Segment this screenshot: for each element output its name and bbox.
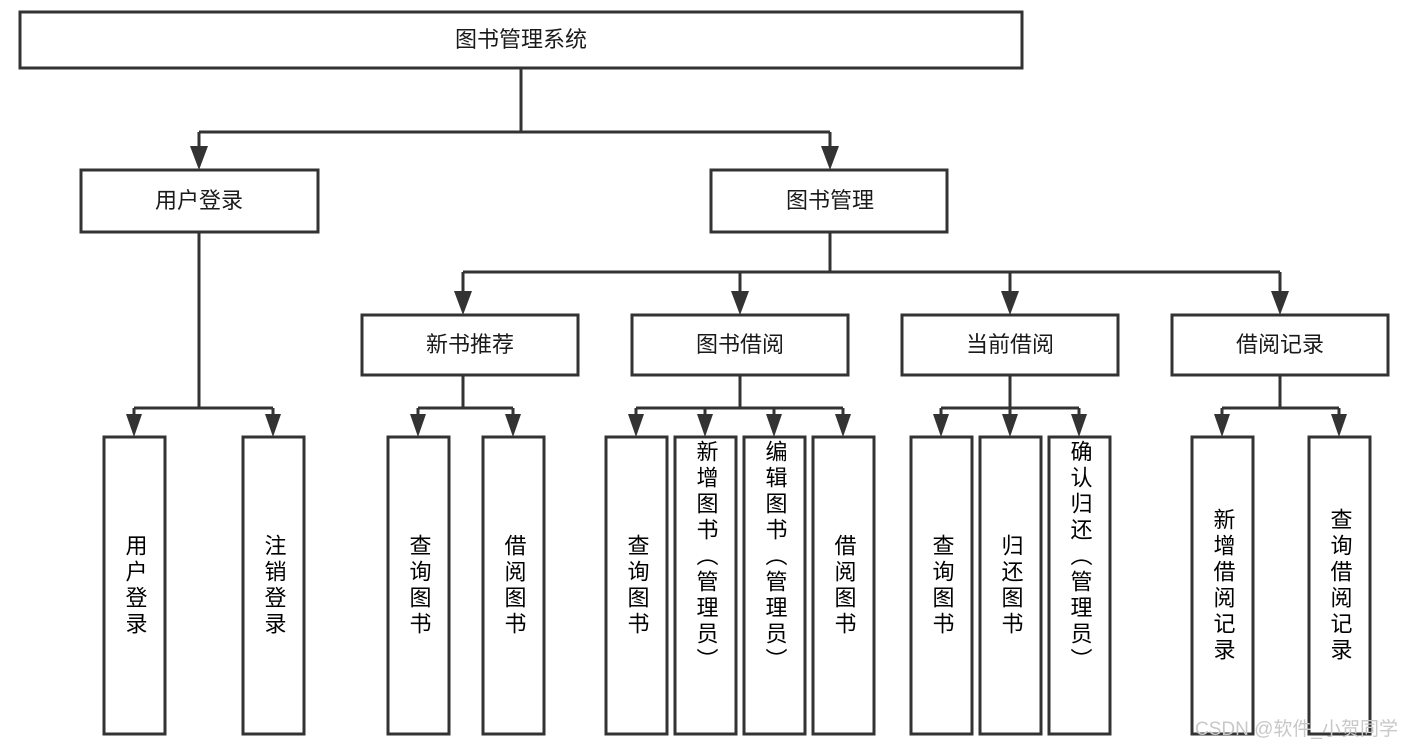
node-book-management-box[interactable] (709, 168, 949, 234)
node-leaf-edit-book[interactable]: 编辑图书（管理员） (742, 435, 807, 736)
node-leaf-edit-book-label: 编辑图书（管理员） (762, 440, 788, 674)
node-leaf-add-record-fo: 新增借阅记录 (1210, 507, 1236, 664)
arrow-head-leaf-borrow-book-2 (835, 414, 851, 437)
node-leaf-logout-login-box[interactable] (241, 435, 306, 736)
arrow-head-leaf-query-book-1 (410, 414, 426, 437)
arrow-head-leaf-query-book-2 (628, 414, 644, 437)
node-leaf-add-book[interactable]: 新增图书（管理员） (673, 435, 738, 736)
node-new-book-recommend-label: 新书推荐 (426, 332, 514, 357)
node-leaf-query-record-label: 查询借阅记录 (1327, 507, 1353, 664)
node-book-borrow-label: 图书借阅 (696, 332, 784, 357)
node-borrow-record[interactable]: 借阅记录 (1170, 313, 1390, 377)
node-current-borrow[interactable]: 当前借阅 (900, 313, 1120, 377)
node-book-borrow[interactable]: 图书借阅 (630, 313, 850, 377)
arrow-head-book-management (821, 146, 839, 170)
node-leaf-add-book-fo: 新增图书（管理员） (693, 440, 719, 674)
node-leaf-add-record-box[interactable] (1190, 435, 1255, 736)
node-user-login-box[interactable] (79, 168, 320, 234)
node-new-book-recommend-box[interactable] (360, 313, 580, 377)
node-leaf-user-login-box[interactable] (102, 435, 167, 736)
node-leaf-query-book-1[interactable]: 查询图书 (386, 435, 451, 736)
node-leaf-return-book-box[interactable] (978, 435, 1043, 736)
node-leaf-query-book-3-fo: 查询图书 (929, 533, 955, 638)
node-leaf-borrow-book-2[interactable]: 借阅图书 (811, 435, 876, 736)
node-leaf-user-login[interactable]: 用户登录 (102, 435, 167, 736)
node-current-borrow-box[interactable] (900, 313, 1120, 377)
node-leaf-add-book-box[interactable] (673, 435, 738, 736)
node-leaf-return-book-label: 归还图书 (998, 533, 1024, 638)
arrow-head-book-borrow (731, 291, 749, 315)
arrow-head-leaf-query-book-3 (933, 414, 949, 437)
node-leaf-borrow-book-1[interactable]: 借阅图书 (481, 435, 546, 736)
arrow-head-leaf-edit-book (766, 414, 782, 437)
node-leaf-query-book-1-box[interactable] (386, 435, 451, 736)
node-leaf-query-book-3-label: 查询图书 (929, 533, 955, 638)
node-leaf-confirm-return-box[interactable] (1047, 435, 1112, 736)
arrow-head-leaf-query-record (1331, 414, 1347, 437)
node-borrow-record-label: 借阅记录 (1236, 332, 1324, 357)
node-current-borrow-label: 当前借阅 (966, 332, 1054, 357)
node-leaf-query-book-2-fo: 查询图书 (624, 533, 650, 638)
node-leaf-query-record-fo: 查询借阅记录 (1327, 507, 1353, 664)
node-leaf-logout-login-label: 注销登录 (261, 533, 287, 638)
node-leaf-return-book-fo: 归还图书 (998, 533, 1024, 638)
arrow-head-leaf-logout-login (265, 414, 281, 437)
node-leaf-user-login-label: 用户登录 (122, 533, 148, 638)
arrow-head-leaf-add-book (697, 414, 713, 437)
node-leaf-query-book-2[interactable]: 查询图书 (604, 435, 669, 736)
node-leaf-query-book-2-label: 查询图书 (624, 533, 650, 638)
node-leaf-query-record-box[interactable] (1307, 435, 1372, 736)
node-leaf-confirm-return[interactable]: 确认归还（管理员） (1047, 435, 1112, 736)
connector-layer (126, 68, 1347, 437)
node-leaf-borrow-book-2-fo: 借阅图书 (831, 533, 857, 638)
arrow-head-leaf-return-book (1002, 414, 1018, 437)
node-leaf-borrow-book-1-label: 借阅图书 (501, 533, 527, 638)
node-leaf-add-record-label: 新增借阅记录 (1210, 507, 1236, 664)
node-leaf-query-book-3-box[interactable] (909, 435, 974, 736)
arrow-head-borrow-record (1271, 291, 1289, 315)
arrow-head-new-book-recommend (454, 291, 472, 315)
watermark-label: CSDN @软件_小贺同学 (1195, 718, 1398, 740)
node-user-login[interactable]: 用户登录 (79, 168, 320, 234)
node-leaf-user-login-fo: 用户登录 (122, 533, 148, 638)
arrow-head-user-login (190, 146, 208, 170)
node-leaf-edit-book-box[interactable] (742, 435, 807, 736)
node-leaf-add-record[interactable]: 新增借阅记录 (1190, 435, 1255, 736)
node-leaf-query-book-1-label: 查询图书 (406, 533, 432, 638)
node-leaf-edit-book-fo: 编辑图书（管理员） (762, 440, 788, 674)
node-leaf-query-record[interactable]: 查询借阅记录 (1307, 435, 1372, 736)
node-leaf-confirm-return-label: 确认归还（管理员） (1067, 440, 1093, 674)
arrow-head-leaf-add-record (1214, 414, 1230, 437)
node-leaf-logout-login-fo: 注销登录 (261, 533, 287, 638)
node-book-borrow-box[interactable] (630, 313, 850, 377)
arrow-head-leaf-user-login (126, 414, 142, 437)
node-leaf-borrow-book-2-box[interactable] (811, 435, 876, 736)
node-leaf-confirm-return-fo: 确认归还（管理员） (1067, 440, 1093, 674)
arrow-head-leaf-borrow-book-1 (505, 414, 521, 437)
node-borrow-record-box[interactable] (1170, 313, 1390, 377)
arrow-head-current-borrow (1001, 291, 1019, 315)
node-leaf-borrow-book-2-label: 借阅图书 (831, 533, 857, 638)
node-book-management[interactable]: 图书管理 (709, 168, 949, 234)
node-book-management-label: 图书管理 (786, 188, 874, 213)
node-leaf-return-book[interactable]: 归还图书 (978, 435, 1043, 736)
node-user-login-label: 用户登录 (155, 188, 243, 213)
arrow-head-leaf-confirm-return (1071, 414, 1087, 437)
node-new-book-recommend[interactable]: 新书推荐 (360, 313, 580, 377)
node-root[interactable]: 图书管理系统 (18, 10, 1024, 70)
node-root-box[interactable] (18, 10, 1024, 70)
node-leaf-logout-login[interactable]: 注销登录 (241, 435, 306, 736)
node-root-label: 图书管理系统 (455, 27, 587, 52)
node-leaf-query-book-2-box[interactable] (604, 435, 669, 736)
node-leaf-add-book-label: 新增图书（管理员） (693, 440, 719, 674)
node-leaf-query-book-3[interactable]: 查询图书 (909, 435, 974, 736)
node-leaf-borrow-book-1-box[interactable] (481, 435, 546, 736)
node-leaf-borrow-book-1-fo: 借阅图书 (501, 533, 527, 638)
node-leaf-query-book-1-fo: 查询图书 (406, 533, 432, 638)
